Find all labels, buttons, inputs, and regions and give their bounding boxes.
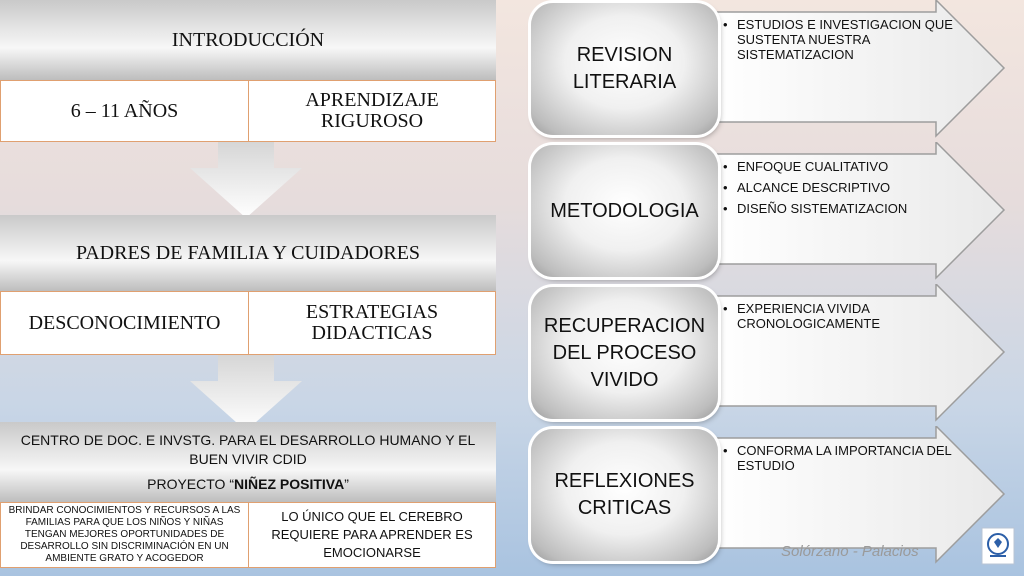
center-header: CENTRO DE DOC. E INVSTG. PARA EL DESARRO…	[0, 422, 496, 502]
intro-title: INTRODUCCIÓN	[171, 28, 325, 51]
project-prefix: PROYECTO “	[147, 475, 234, 492]
bullet-item: CONFORMA LA IMPORTANCIA DEL ESTUDIO	[723, 443, 953, 473]
brain-cell: LO ÚNICO QUE EL CEREBRO REQUIERE PARA AP…	[248, 502, 496, 568]
bullet-item: EXPERIENCIA VIVIDA CRONOLOGICAMENTE	[723, 301, 953, 331]
author-label: Solórzano - Palacios	[781, 543, 919, 560]
parents-title: PADRES DE FAMILIA Y CUIDADORES	[75, 241, 421, 264]
down-arrow-icon	[190, 142, 302, 218]
process-title: RECUPERACION DEL PROCESO VIVIDO	[543, 314, 706, 391]
down-arrow-icon	[190, 355, 302, 431]
process-bullets: CONFORMA LA IMPORTANCIA DEL ESTUDIO	[723, 443, 953, 479]
intro-header: INTRODUCCIÓN	[0, 0, 496, 80]
center-title: CENTRO DE DOC. E INVSTG. PARA EL DESARRO…	[20, 431, 476, 467]
learning-cell: APRENDIZAJE RIGUROSO	[248, 80, 496, 142]
provide-cell: BRINDAR CONOCIMIENTOS Y RECURSOS A LAS F…	[0, 502, 249, 568]
process-title-box: METODOLOGIA	[531, 145, 718, 277]
process-title-box: RECUPERACION DEL PROCESO VIVIDO	[531, 287, 718, 419]
process-title: METODOLOGIA	[550, 199, 699, 222]
process-bullets: ESTUDIOS E INVESTIGACION QUE SUSTENTA NU…	[723, 17, 953, 68]
parents-header: PADRES DE FAMILIA Y CUIDADORES	[0, 215, 496, 291]
unknown-label: DESCONOCIMIENTO	[28, 311, 221, 334]
bullet-item: DISEÑO SISTEMATIZACION	[723, 201, 953, 216]
process-title: REVISION LITERARIA	[572, 44, 677, 93]
project-name: NIÑEZ POSITIVA	[234, 475, 345, 492]
process-title-box: REVISION LITERARIA	[531, 3, 718, 135]
learning-label: APRENDIZAJE RIGUROSO	[305, 89, 439, 132]
process-bullets: ENFOQUE CUALITATIVO ALCANCE DESCRIPTIVO DI…	[723, 159, 953, 222]
age-cell: 6 – 11 AÑOS	[0, 80, 249, 142]
strategies-label: ESTRATEGIAS DIDACTICAS	[305, 301, 439, 344]
bullet-item: ENFOQUE CUALITATIVO	[723, 159, 953, 174]
bullet-item: ESTUDIOS E INVESTIGACION QUE SUSTENTA NU…	[723, 17, 953, 62]
brain-label: LO ÚNICO QUE EL CEREBRO REQUIERE PARA AP…	[271, 509, 473, 560]
project-suffix: ”	[344, 475, 349, 492]
process-title-box: REFLEXIONES CRITICAS	[531, 429, 718, 561]
university-seal-icon	[981, 527, 1015, 565]
provide-label: BRINDAR CONOCIMIENTOS Y RECURSOS A LAS F…	[8, 505, 241, 564]
unknown-cell: DESCONOCIMIENTO	[0, 291, 249, 355]
bullet-item: ALCANCE DESCRIPTIVO	[723, 180, 953, 195]
age-label: 6 – 11 AÑOS	[70, 99, 179, 122]
process-title: REFLEXIONES CRITICAS	[554, 470, 695, 519]
strategies-cell: ESTRATEGIAS DIDACTICAS	[248, 291, 496, 355]
process-bullets: EXPERIENCIA VIVIDA CRONOLOGICAMENTE	[723, 301, 953, 337]
project-line: PROYECTO “NIÑEZ POSITIVA”	[147, 475, 349, 494]
